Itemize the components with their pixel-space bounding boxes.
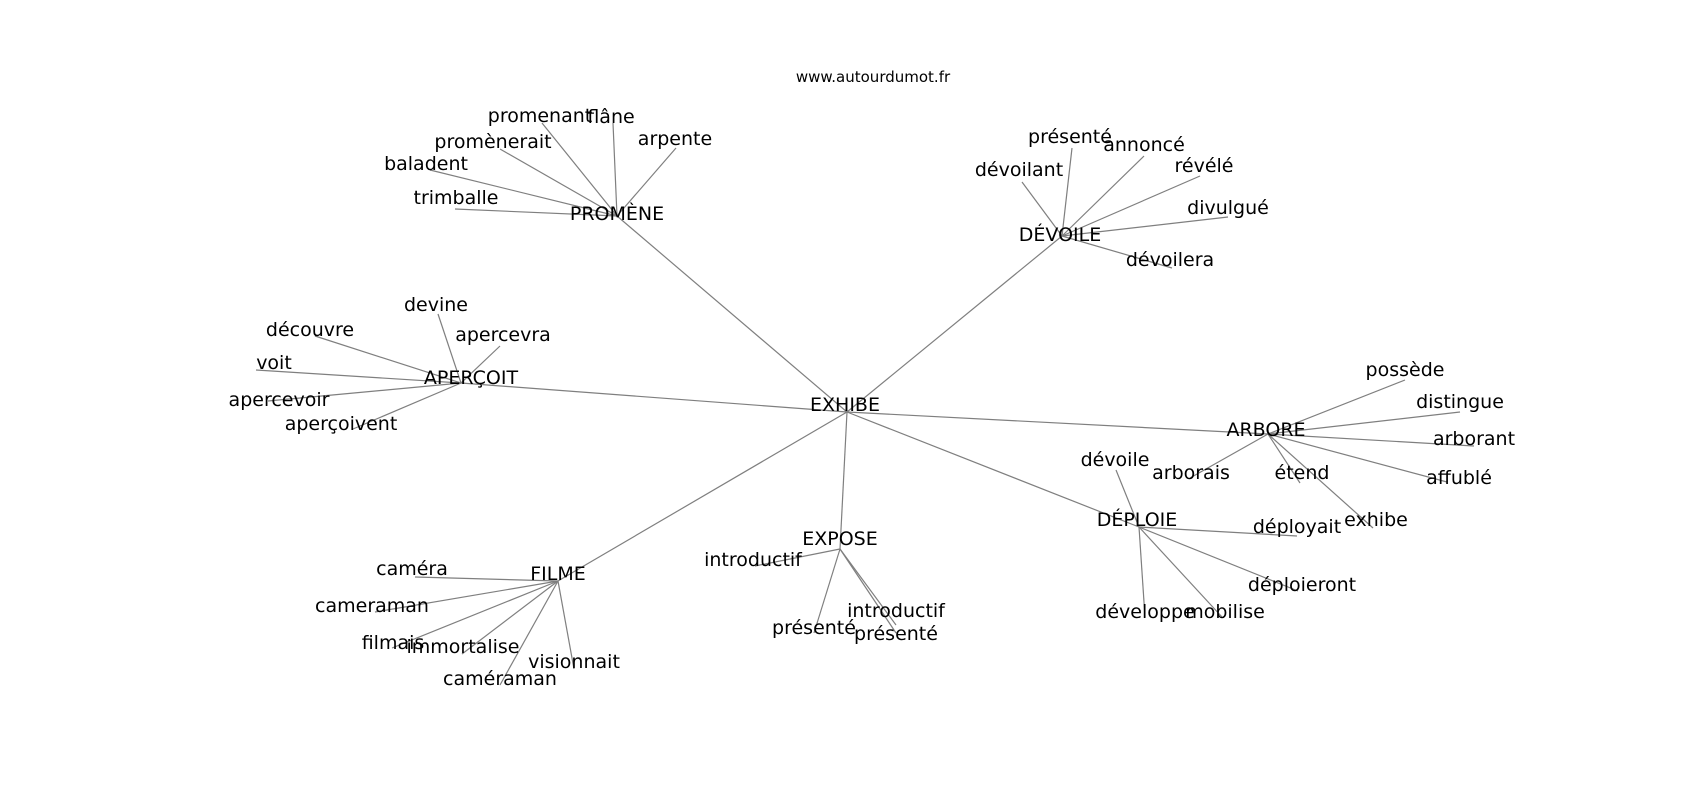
leaf-edge [429,169,618,217]
leaf-edge [754,548,841,567]
leaf-word[interactable]: découvre [266,319,354,341]
leaf-word[interactable]: annoncé [1103,134,1185,156]
leaf-word[interactable]: voit [256,352,292,374]
leaf-word[interactable]: baladent [384,153,468,175]
leaf-edge [461,580,559,655]
leaf-edge [839,548,897,626]
leaf-edge [1267,433,1475,447]
leaf-edge [1138,526,1298,537]
leaf-word[interactable]: introductif [704,549,803,571]
hub-node-devoile[interactable]: DÉVOILE [1019,223,1101,246]
graph-edges [255,122,1475,686]
leaf-word[interactable]: présenté [854,623,938,645]
leaf-edge [1061,235,1173,269]
leaf-edge [414,576,559,582]
leaf-edge [374,580,559,613]
leaf-edge [255,369,462,384]
leaf-edge [1021,181,1063,237]
leaf-word[interactable]: présenté [772,617,856,639]
leaf-word[interactable]: déploieront [1248,574,1356,596]
root-edge [846,411,1269,435]
leaf-edge [1138,526,1146,618]
leaf-edge [437,313,462,384]
leaf-edge [391,580,559,649]
leaf-word[interactable]: arpente [638,128,712,150]
leaf-edge [499,148,618,217]
leaf-edge [454,208,618,217]
leaf-word[interactable]: arborant [1433,428,1515,450]
leaf-edge [813,548,841,634]
leaf-edge [839,548,897,634]
root-edge [839,411,848,550]
leaf-word[interactable]: affublé [1426,467,1492,489]
leaf-word[interactable]: introductif [847,600,946,622]
leaf-word[interactable]: promenant [488,105,592,127]
leaf-edge [1189,433,1269,479]
leaf-edge [1115,469,1140,528]
leaf-word[interactable]: présenté [1028,126,1112,148]
leaf-edge [499,580,559,686]
leaf-word[interactable]: devine [404,294,468,316]
leaf-word[interactable]: développe [1095,601,1194,623]
leaf-word[interactable]: dévoilera [1126,249,1214,271]
hub-node-filme[interactable]: FILME [530,563,586,585]
leaf-edge [267,382,462,402]
root-edge [557,411,848,582]
leaf-edge [1267,433,1374,529]
leaf-word[interactable]: déployait [1253,516,1341,538]
root-edge [460,382,848,413]
leaf-word[interactable]: immortalise [407,636,520,658]
leaf-word[interactable]: trimballe [414,187,499,209]
hub-node-arbore[interactable]: ARBORE [1226,419,1305,441]
hub-node-deploie[interactable]: DÉPLOIE [1097,508,1178,531]
leaf-word[interactable]: dévoile [1081,449,1150,471]
leaf-word[interactable]: dévoilant [975,159,1063,181]
graph-labels: www.autourdumot.fr EXHIBE PROMÈNE promen… [229,68,1515,690]
leaf-word[interactable]: distingue [1416,391,1504,413]
leaf-edge [1061,175,1201,237]
leaf-edge [314,335,462,384]
leaf-edge [1061,147,1073,237]
root-edge [846,411,1140,528]
leaf-word[interactable]: caméraman [443,668,557,690]
leaf-edge [352,382,462,430]
leaf-edge [541,122,618,217]
leaf-word[interactable]: exhibe [1344,509,1408,531]
leaf-word[interactable]: promènerait [434,131,551,153]
hub-node-promene[interactable]: PROMÈNE [570,202,664,225]
leaf-word[interactable]: possède [1366,359,1445,381]
leaf-word[interactable]: filmais [362,632,425,654]
root-node-exhibe[interactable]: EXHIBE [810,394,880,416]
leaf-edge [1267,379,1406,435]
leaf-word[interactable]: apercevra [455,324,551,346]
leaf-word[interactable]: arborais [1152,462,1230,484]
leaf-word[interactable]: caméra [376,558,448,580]
leaf-word[interactable]: révélé [1175,155,1234,177]
leaf-edge [1138,526,1223,618]
leaf-word[interactable]: mobilise [1185,601,1265,623]
root-edge [616,215,848,413]
leaf-edge [612,122,618,217]
root-edge [846,235,1063,413]
leaf-word[interactable]: étend [1275,462,1330,484]
leaf-edge [1061,155,1145,237]
hub-node-apercoit[interactable]: APERÇOIT [424,367,519,389]
leaf-word[interactable]: divulgué [1187,197,1269,219]
leaf-word[interactable]: flâne [587,106,634,128]
leaf-edge [557,580,575,670]
leaf-word[interactable]: aperçoivent [285,413,398,435]
leaf-edge [1138,526,1299,592]
leaf-edge [616,147,677,217]
site-url[interactable]: www.autourdumot.fr [796,68,951,86]
leaf-edge [460,345,501,384]
leaf-word[interactable]: cameraman [315,595,429,617]
leaf-edge [1267,433,1448,483]
leaf-edge [1061,216,1229,237]
leaf-word[interactable]: visionnait [528,651,620,673]
leaf-edge [1267,411,1461,435]
leaf-word[interactable]: apercevoir [229,389,330,411]
leaf-edge [1267,433,1301,484]
hub-node-expose[interactable]: EXPOSE [802,528,878,550]
